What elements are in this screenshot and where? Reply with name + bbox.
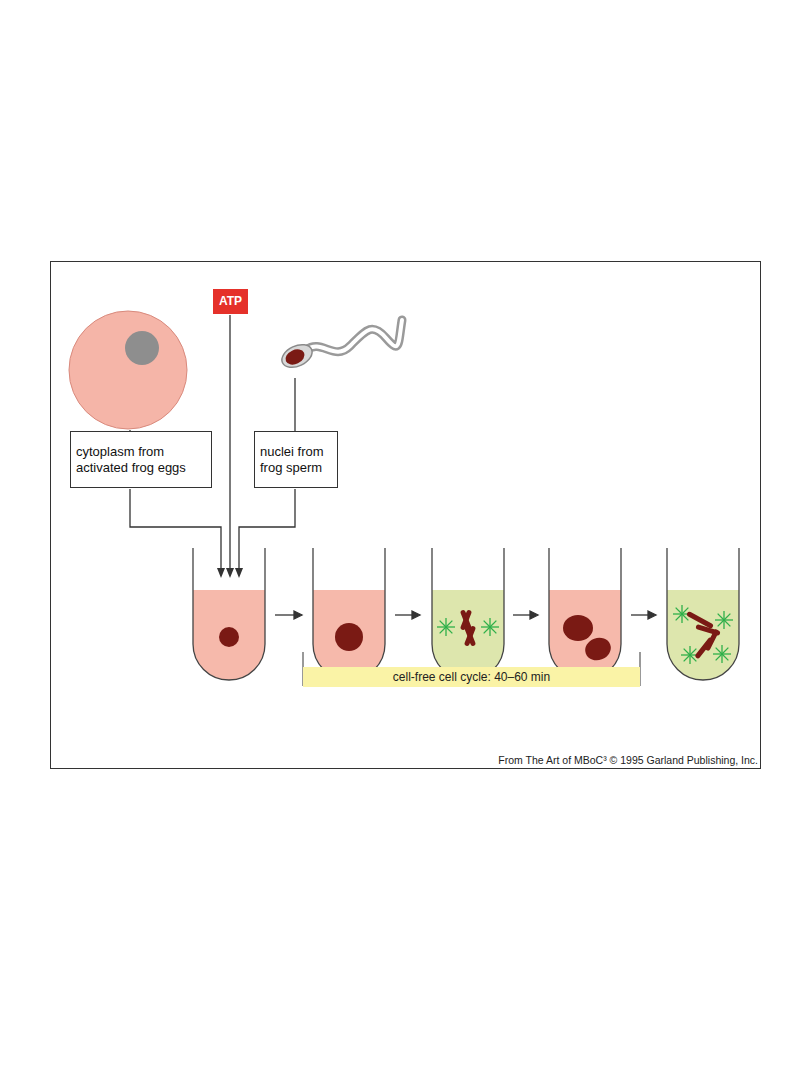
- aster-ray: [484, 627, 490, 633]
- timeline-band: cell-free cell cycle: 40–60 min: [303, 667, 640, 687]
- sperm-head: [278, 340, 315, 372]
- aster-ray: [724, 614, 730, 620]
- node-text: nuclei from frog sperm: [260, 444, 332, 475]
- sperm-nucleus-small: [219, 627, 239, 647]
- aster-ray: [440, 621, 446, 627]
- sperm-nucleus: [283, 346, 307, 367]
- daughter-nucleus: [582, 634, 614, 664]
- step-arrows: [275, 611, 656, 619]
- ingredient-box: nuclei from frog sperm: [254, 431, 338, 488]
- test-tubes: [193, 548, 739, 690]
- aster-ray: [722, 648, 728, 654]
- chromosome: [463, 613, 469, 628]
- aster-ray: [676, 608, 682, 614]
- tube-fluid: [193, 590, 265, 690]
- ingredient-box: ATP: [213, 289, 248, 314]
- sperm-tail-inner: [306, 320, 402, 352]
- figure-frame: [51, 262, 761, 769]
- tube-fluid: [667, 590, 739, 690]
- daughter-nucleus: [563, 615, 593, 641]
- egg-nucleus: [125, 331, 159, 365]
- chromosome: [467, 629, 473, 644]
- node-text: cell-free cell cycle: 40–60 min: [305, 670, 638, 684]
- tube-glass: [667, 548, 739, 680]
- tube-contents: [219, 605, 733, 664]
- aster-ray: [684, 649, 690, 655]
- frog-egg: [69, 311, 187, 429]
- sperm-tail: [306, 320, 402, 352]
- aster-ray: [722, 654, 728, 660]
- aster-ray: [446, 627, 452, 633]
- tube-glass: [193, 548, 265, 680]
- aster-ray: [484, 621, 490, 627]
- aster-ray: [718, 620, 724, 626]
- aster-ray: [716, 654, 722, 660]
- aster-ray: [676, 614, 682, 620]
- aster-ray: [490, 621, 496, 627]
- aster-ray: [716, 648, 722, 654]
- aster-ray: [440, 627, 446, 633]
- aster-ray: [446, 621, 452, 627]
- aster-ray: [718, 614, 724, 620]
- nucleus-swollen: [335, 623, 363, 651]
- aster-ray: [490, 627, 496, 633]
- chromosome: [708, 632, 716, 648]
- node-text: cytoplasm from activated frog eggs: [76, 444, 206, 475]
- tube: [193, 548, 265, 690]
- feed-arrowheads: [217, 568, 243, 578]
- credit-line: From The Art of MBoC³ © 1995 Garland Pub…: [498, 754, 758, 766]
- chromosome: [467, 629, 473, 644]
- aster-ray: [724, 620, 730, 626]
- aster-ray: [690, 649, 696, 655]
- ingredient-box: cytoplasm from activated frog eggs: [70, 431, 212, 488]
- tube-glass: [432, 548, 504, 680]
- tube-glass: [313, 548, 385, 680]
- tube: [667, 548, 739, 690]
- node-text: ATP: [215, 294, 246, 308]
- chromosome: [689, 614, 710, 626]
- aster-ray: [684, 655, 690, 661]
- chromosome: [463, 613, 469, 628]
- tube-glass: [549, 548, 621, 680]
